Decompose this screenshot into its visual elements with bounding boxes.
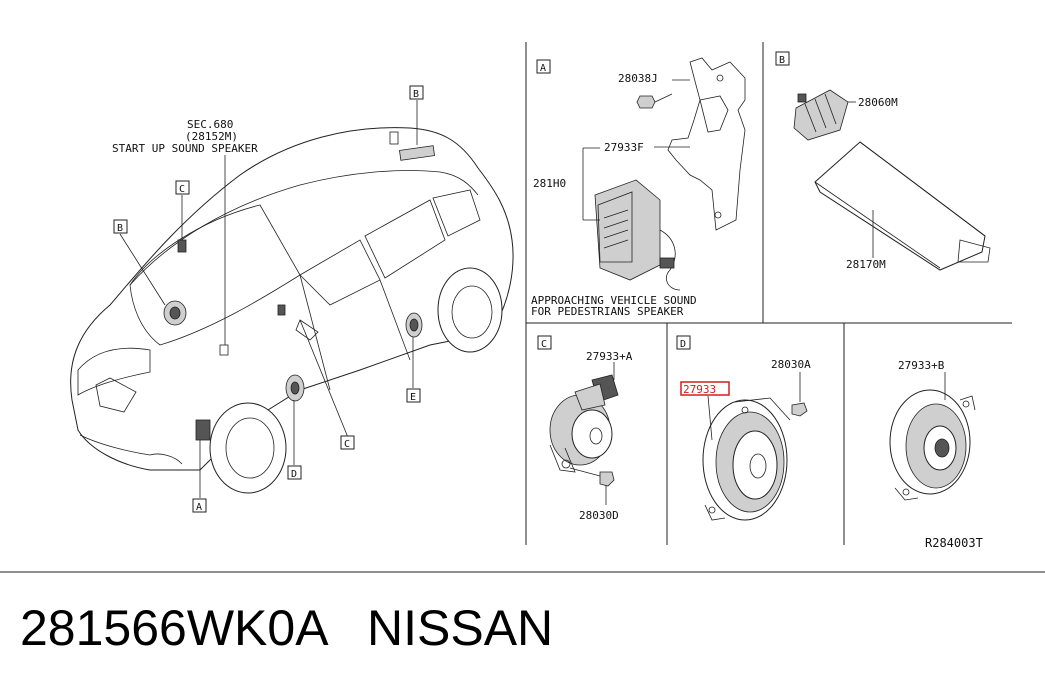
panel-b-part-2: 28170M [846, 258, 886, 271]
callout-c-top: C [179, 184, 185, 195]
footer-part-number: 281566WK0A [20, 600, 329, 656]
panel-a-tag: A [540, 63, 546, 74]
callout-b-top: B [413, 89, 419, 100]
panel-c-part-1: 27933+A [586, 350, 633, 363]
car-illustration [70, 100, 514, 498]
panel-e-part-1: 27933+B [898, 359, 945, 372]
panel-dividers [0, 42, 1045, 573]
panel-d-part-1-highlighted[interactable]: 27933 [683, 383, 716, 396]
panel-a-caption-1: APPROACHING VEHICLE SOUND [531, 294, 697, 307]
car-callouts: SEC.680 (28152M) START UP SOUND SPEAKER … [112, 85, 424, 513]
sec-desc-label: START UP SOUND SPEAKER [112, 142, 258, 155]
sec-part-label: (28152M) [185, 130, 238, 143]
diagram-ref-code: R284003T [925, 536, 983, 550]
panel-d-tag: D [680, 339, 686, 350]
panel-d-part-2: 28030A [771, 358, 811, 371]
panel-a: A 28038J 27933F 281H0 APPROACHING VEHICL… [531, 57, 746, 318]
footer-brand: NISSAN [367, 600, 554, 656]
panel-c: C 27933+A 28030D [537, 335, 633, 522]
panel-a-part-3: 281H0 [533, 177, 566, 190]
panel-c-tag: C [541, 339, 547, 350]
panel-b: B 28060M 28170M [775, 51, 991, 271]
callout-d-bottom: D [291, 469, 297, 480]
panel-b-part-1: 28060M [858, 96, 898, 109]
callout-a-bottom: A [196, 502, 202, 513]
panel-e: 27933+B [889, 359, 976, 501]
panel-b-tag: B [779, 55, 785, 66]
panel-d: D 27933 28030A [676, 335, 811, 521]
callout-c-bottom: C [344, 439, 350, 450]
callout-e: E [410, 392, 416, 403]
panel-a-part-1: 28038J [618, 72, 658, 85]
panel-a-caption-2: FOR PEDESTRIANS SPEAKER [531, 305, 684, 318]
panel-a-part-2: 27933F [604, 141, 644, 154]
panel-c-part-2: 28030D [579, 509, 619, 522]
callout-b-left: B [117, 223, 123, 234]
sec-ref-label: SEC.680 [187, 118, 233, 131]
